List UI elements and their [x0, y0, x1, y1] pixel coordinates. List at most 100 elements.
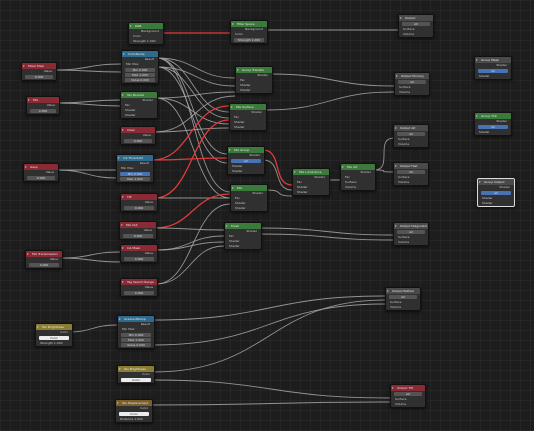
- node-field[interactable]: All: [397, 230, 425, 234]
- node-field[interactable]: Value 0.000: [121, 343, 151, 347]
- node-field[interactable]: 0.000: [29, 263, 59, 267]
- node-header[interactable]: Output Pathed: [386, 288, 420, 294]
- node-field[interactable]: Max 1.000: [120, 177, 150, 181]
- node-header[interactable]: Mix: [231, 185, 267, 191]
- node-header[interactable]: Group Output: [478, 179, 514, 185]
- node-header[interactable]: Clear: [121, 127, 155, 133]
- node-header[interactable]: Mix Luminance: [293, 169, 329, 175]
- node-field[interactable]: Color: [39, 336, 69, 340]
- node-header[interactable]: Output Primary: [395, 73, 429, 79]
- node-field[interactable]: All: [397, 132, 425, 136]
- node-field[interactable]: Color: [121, 378, 151, 382]
- node-header[interactable]: Tex Brightness: [118, 366, 154, 372]
- node-header[interactable]: Mix: [27, 97, 59, 103]
- node-field[interactable]: All: [398, 80, 426, 84]
- node-header[interactable]: Output Diagnostic: [394, 223, 428, 229]
- node-field[interactable]: All: [394, 392, 422, 396]
- node-field[interactable]: All: [397, 170, 425, 174]
- node-field[interactable]: 0.000: [25, 75, 53, 79]
- node-header[interactable]: Fresh: [225, 223, 261, 229]
- node-field[interactable]: 0.000: [27, 176, 55, 180]
- node-field[interactable]: All: [402, 22, 430, 26]
- node-header[interactable]: GradientRamp: [118, 316, 154, 322]
- node-field[interactable]: Value 0.000: [125, 78, 155, 82]
- node-field[interactable]: 0.000: [124, 291, 154, 295]
- node-header[interactable]: Tex Displacement: [116, 400, 152, 406]
- node-header[interactable]: Mix Out: [120, 222, 156, 228]
- node-header[interactable]: Mix Group: [228, 147, 264, 153]
- node-field[interactable]: 0.000: [124, 257, 154, 261]
- node-header[interactable]: Group Transfer: [236, 67, 272, 73]
- node-header[interactable]: Tilt: [121, 194, 157, 200]
- node-field[interactable]: 0.000: [124, 206, 154, 210]
- node-field[interactable]: 0.000: [123, 234, 153, 238]
- node-field[interactable]: Color: [119, 412, 149, 416]
- node-field[interactable]: Min 0.000: [121, 333, 151, 337]
- node-header[interactable]: ColorRamp: [122, 51, 158, 57]
- node-field[interactable]: All: [231, 159, 261, 163]
- node-header[interactable]: Ink Mask: [121, 245, 157, 251]
- node-header[interactable]: Tag Search Range: [121, 279, 157, 285]
- node-field[interactable]: Strength 1.000: [234, 38, 264, 42]
- node-header[interactable]: Mix Transmission: [26, 251, 62, 257]
- node-field[interactable]: 0.000: [30, 109, 56, 113]
- node-header[interactable]: Group Tint: [475, 113, 511, 119]
- node-header[interactable]: Mixer Main: [22, 63, 56, 69]
- node-header[interactable]: Mix Alt: [341, 164, 375, 170]
- node-header[interactable]: Ink Threshold: [117, 155, 153, 161]
- node-field[interactable]: Max 1.000: [121, 338, 151, 342]
- node-header[interactable]: Gasp: [24, 164, 58, 170]
- node-field[interactable]: Max 1.000: [125, 73, 155, 77]
- node-header[interactable]: Output Alt: [394, 125, 428, 131]
- node-header[interactable]: RGB: [129, 23, 163, 29]
- node-field[interactable]: Min 0.000: [120, 172, 150, 176]
- node-header[interactable]: Mix Surface: [230, 104, 266, 110]
- node-header[interactable]: Output Tilt: [391, 385, 425, 391]
- node-field[interactable]: 0.000: [124, 139, 152, 143]
- node-field[interactable]: Min 0.000: [125, 68, 155, 72]
- node-field[interactable]: All: [478, 69, 508, 73]
- node-header[interactable]: Group Mask: [475, 57, 511, 63]
- node-field[interactable]: All: [478, 125, 508, 129]
- node-header[interactable]: Filter Space: [231, 21, 267, 27]
- node-header[interactable]: Tex Bounds: [121, 92, 157, 98]
- node-field[interactable]: All: [389, 295, 417, 299]
- node-header[interactable]: Tex Brightness: [36, 324, 72, 330]
- node-header[interactable]: Output Fast: [394, 163, 428, 169]
- node-header[interactable]: Output: [399, 15, 433, 21]
